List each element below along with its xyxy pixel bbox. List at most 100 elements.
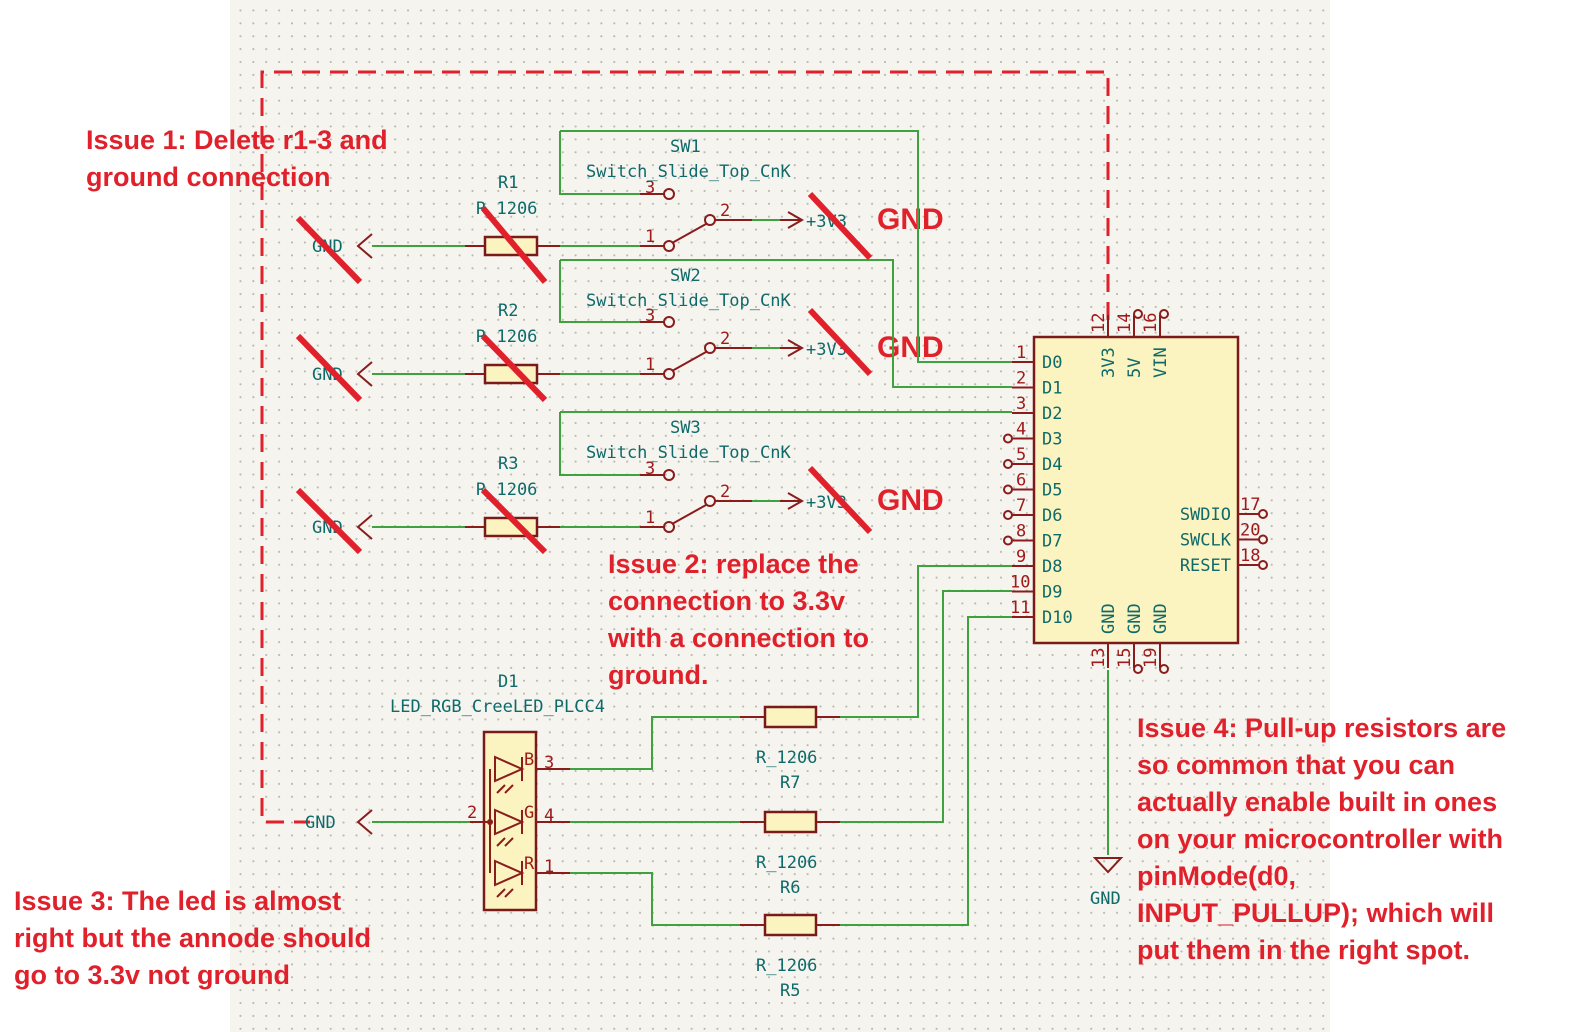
strike-mark (295, 487, 363, 555)
switch-rows: GNDR1R_1206+3V3GND123SW1Switch_Slide_Top… (312, 131, 944, 540)
mcu-pin-name: VIN (1151, 347, 1171, 378)
resistor-ref: R6 (780, 878, 800, 898)
strike-mark (480, 333, 548, 403)
strike-mark (480, 487, 548, 555)
switch-contact (663, 188, 675, 200)
wire-led-resistor (570, 872, 740, 926)
mcu-pin-number: 2 (1016, 369, 1026, 389)
led-ref: D1 (498, 672, 518, 692)
mcu-pin-name: D9 (1042, 583, 1062, 603)
mcu-pin-name: D1 (1042, 379, 1062, 399)
resistor-value: R_1206 (756, 748, 817, 768)
mcu-pin-name: D7 (1042, 532, 1062, 552)
mcu-pin-number: 4 (1016, 420, 1026, 440)
mcu-pin-name: D8 (1042, 557, 1062, 577)
v33-label: +3V3 (806, 212, 847, 232)
switch-contact (663, 316, 675, 328)
mcu-pin-name: D0 (1042, 353, 1062, 373)
strike-mark (480, 206, 548, 284)
switch-ref: SW2 (670, 266, 701, 286)
mcu-pin-name: SWDIO (1180, 505, 1231, 525)
switch-contact (663, 368, 675, 380)
switch-ref: SW3 (670, 418, 701, 438)
gnd-symbol-led (356, 809, 373, 835)
unconnected-pin-marker (1159, 309, 1169, 319)
gnd-symbol (356, 514, 373, 540)
gnd-label-mcu: GND (1090, 889, 1121, 909)
resistor-ref: R2 (498, 301, 518, 321)
mcu-pin-name: RESET (1180, 556, 1231, 576)
replacement-gnd-label: GND (877, 203, 944, 236)
switch-pin-num: 1 (645, 227, 655, 247)
switch-contact (663, 240, 675, 252)
switch-pin-num: 2 (720, 201, 730, 221)
led-emission-icon (496, 888, 514, 898)
unconnected-pin-marker (1133, 309, 1143, 319)
switch-pin-num: 3 (645, 306, 655, 326)
mcu-body (1032, 335, 1240, 645)
unconnected-pin-marker (1003, 484, 1013, 495)
issue-2-note: Issue 2: replace the connection to 3.3v … (608, 549, 869, 690)
unconnected-pin-marker (1003, 510, 1013, 520)
v33-arrow (780, 211, 805, 229)
switch-value: Switch_Slide_Top_CnK (586, 443, 791, 463)
mcu-pin-number: 7 (1016, 496, 1026, 516)
wire-d8-r7 (840, 565, 1012, 718)
mcu-pin-number: 8 (1016, 522, 1026, 542)
mcu-pin-name: D4 (1042, 455, 1062, 475)
mcu-pin-number: 12 (1089, 313, 1109, 333)
resistor-value: R_1206 (756, 853, 817, 873)
resistor-ref: R7 (780, 773, 800, 793)
unconnected-pin-marker (1003, 459, 1013, 469)
mcu-pin-number: 15 (1115, 648, 1135, 668)
issue-3-note: Issue 3: The led is almost right but the… (14, 886, 371, 990)
switch-pin-num: 1 (645, 355, 655, 375)
led-resistor (763, 913, 818, 937)
mcu-pin-name: GND (1151, 603, 1171, 634)
led-pin-number: 4 (544, 806, 554, 826)
resistor-value: R_1206 (756, 956, 817, 976)
issue-1-note: Issue 1: Delete r1-3 and ground connecti… (86, 125, 388, 192)
led-diode-G (494, 808, 525, 836)
led-channel-label: B (524, 750, 534, 770)
mcu-pin-name: 3V3 (1099, 347, 1119, 378)
mcu-pin-number: 16 (1141, 313, 1161, 333)
led-channel-label: R (524, 854, 535, 874)
led-pin-number: 3 (544, 753, 554, 773)
switch-value: Switch_Slide_Top_CnK (586, 291, 791, 311)
switch-lever (671, 504, 707, 525)
mcu-pin-name: GND (1125, 603, 1145, 634)
unconnected-pin-marker (1133, 664, 1143, 674)
strike-mark (807, 465, 873, 535)
mcu-pin-number: 18 (1240, 546, 1260, 566)
strike-mark (807, 191, 873, 261)
mcu-pin-number: 17 (1240, 495, 1260, 515)
switch-contact (704, 214, 716, 226)
gnd-symbol (356, 361, 373, 387)
gnd-label-led: GND (305, 813, 336, 833)
unconnected-pin-marker (1258, 509, 1268, 519)
wire-sw1-d0 (560, 130, 1012, 363)
resistor-ref: R1 (498, 173, 518, 193)
unconnected-pin-marker (1003, 535, 1013, 546)
mcu-pin-number: 20 (1240, 521, 1260, 541)
mcu-pin-name: 5V (1125, 358, 1145, 378)
mcu-pin-number: 5 (1016, 445, 1026, 465)
mcu-pin-number: 13 (1089, 648, 1109, 668)
strike-mark (295, 215, 363, 285)
led-pin-number: 1 (544, 857, 554, 877)
wire-sw2-d1 (560, 259, 1012, 388)
unconnected-pin-marker (1003, 433, 1013, 444)
v33-arrow (780, 339, 805, 357)
switch-pin-num: 2 (720, 329, 730, 349)
wire-d9-r6 (840, 590, 1012, 823)
replacement-gnd-label: GND (877, 484, 944, 517)
resistor-ref: R3 (498, 454, 518, 474)
led-resistor (763, 810, 818, 834)
switch-pin-num: 3 (645, 459, 655, 479)
mcu-pin-name: D2 (1042, 404, 1062, 424)
switch-ref: SW1 (670, 137, 701, 157)
